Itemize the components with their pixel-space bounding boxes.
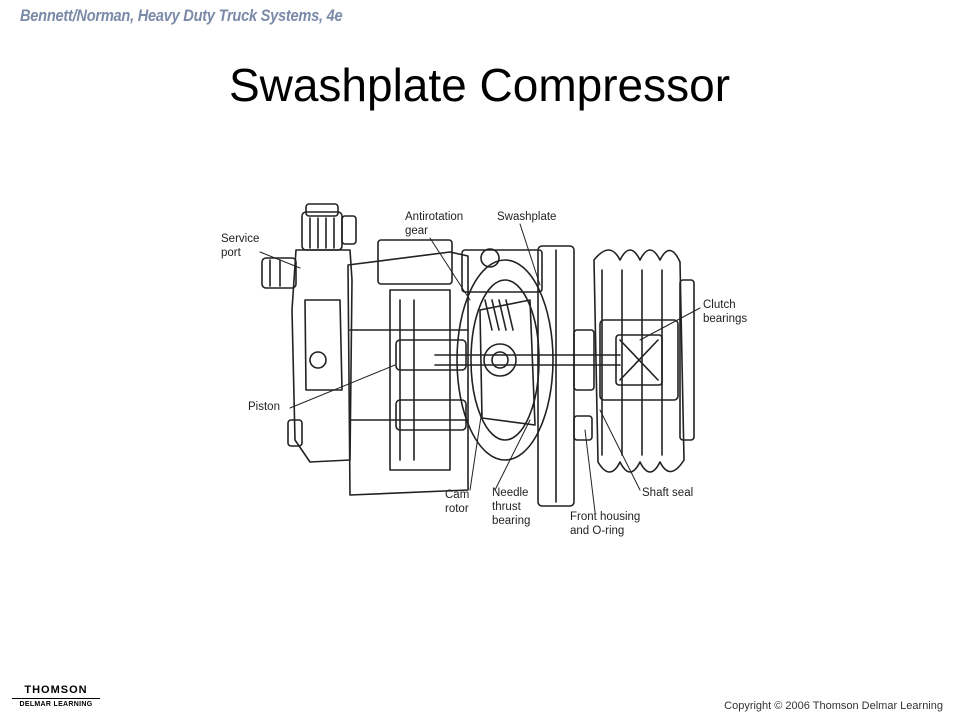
leader-lines	[259, 223, 701, 513]
label-shaft-seal: Shaft seal	[642, 487, 694, 499]
publisher-logo: THOMSON DELMAR LEARNING	[12, 684, 100, 708]
rear-head	[287, 249, 353, 463]
clutch-pulley	[593, 249, 695, 473]
label-swashplate: Swashplate	[497, 211, 557, 223]
swashplate-assembly	[456, 248, 554, 461]
service-port-fitting	[261, 203, 357, 289]
front-housing	[537, 245, 595, 507]
label-piston: Piston	[248, 401, 280, 413]
logo-top-text: THOMSON	[24, 684, 88, 696]
pistons	[395, 339, 621, 431]
slide-title: Swashplate Compressor	[228, 59, 731, 111]
copyright-notice: Copyright © 2006 Thomson Delmar Learning	[724, 700, 943, 712]
compressor-drawing	[259, 203, 701, 513]
logo-bottom-text: DELMAR LEARNING	[19, 701, 93, 708]
book-title: Bennett/Norman, Heavy Duty Truck Systems…	[20, 6, 343, 25]
cylinder-housing	[347, 239, 469, 496]
logo-rule	[12, 698, 100, 699]
